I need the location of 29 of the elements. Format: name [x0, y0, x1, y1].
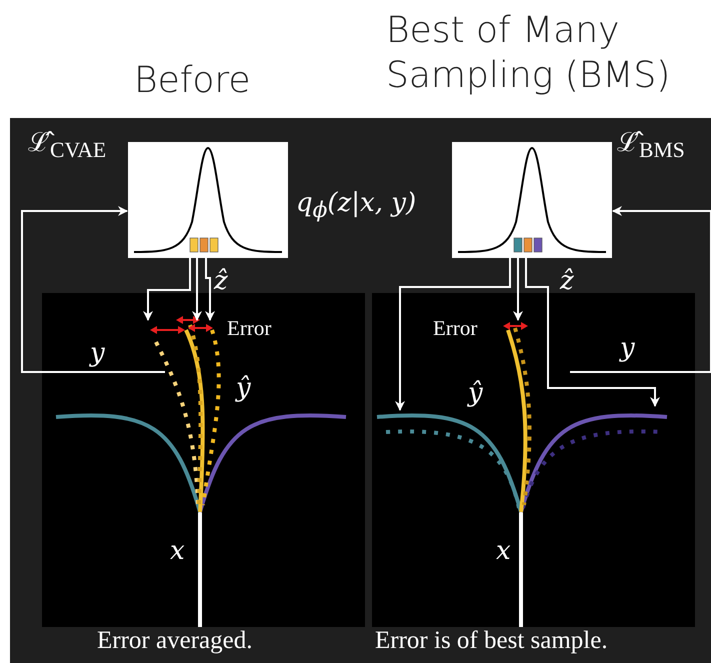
- scene-panel: [42, 293, 365, 627]
- arrow: [192, 258, 202, 321]
- edge-label: y: [90, 340, 105, 366]
- error-label: Error: [433, 318, 478, 339]
- input-label: x: [496, 538, 511, 564]
- arrow: [21, 206, 165, 373]
- arrow: [513, 258, 523, 321]
- arrow: [395, 258, 511, 411]
- loss-label: ℒ̂$_{BMS}$: [617, 130, 685, 162]
- input-label: x: [170, 538, 185, 564]
- edge-label: ẑ: [560, 268, 574, 294]
- edge-label: y: [620, 335, 635, 361]
- edge-label: ẑ: [214, 268, 228, 294]
- arrow: [525, 258, 660, 407]
- panel-caption: Error averaged.: [97, 628, 252, 653]
- distribution-label: q$_{ϕ}$(z|x, y): [296, 190, 416, 222]
- plot-frame: [128, 142, 288, 258]
- panel-caption: Error is of best sample.: [375, 628, 608, 653]
- plot-frame: [452, 142, 612, 258]
- error-label: Error: [227, 318, 272, 339]
- loss-label: ℒ̂$_{CVAE}$: [28, 130, 106, 162]
- scene-panel: [372, 293, 695, 627]
- column-heading: Before: [134, 59, 251, 103]
- prediction-label: ŷ: [468, 380, 483, 406]
- arrow: [205, 258, 215, 321]
- arrow: [143, 258, 191, 321]
- prediction-label: ŷ: [236, 375, 251, 401]
- column-heading: Best of Many Sampling (BMS): [386, 9, 672, 98]
- arrow: [570, 206, 711, 373]
